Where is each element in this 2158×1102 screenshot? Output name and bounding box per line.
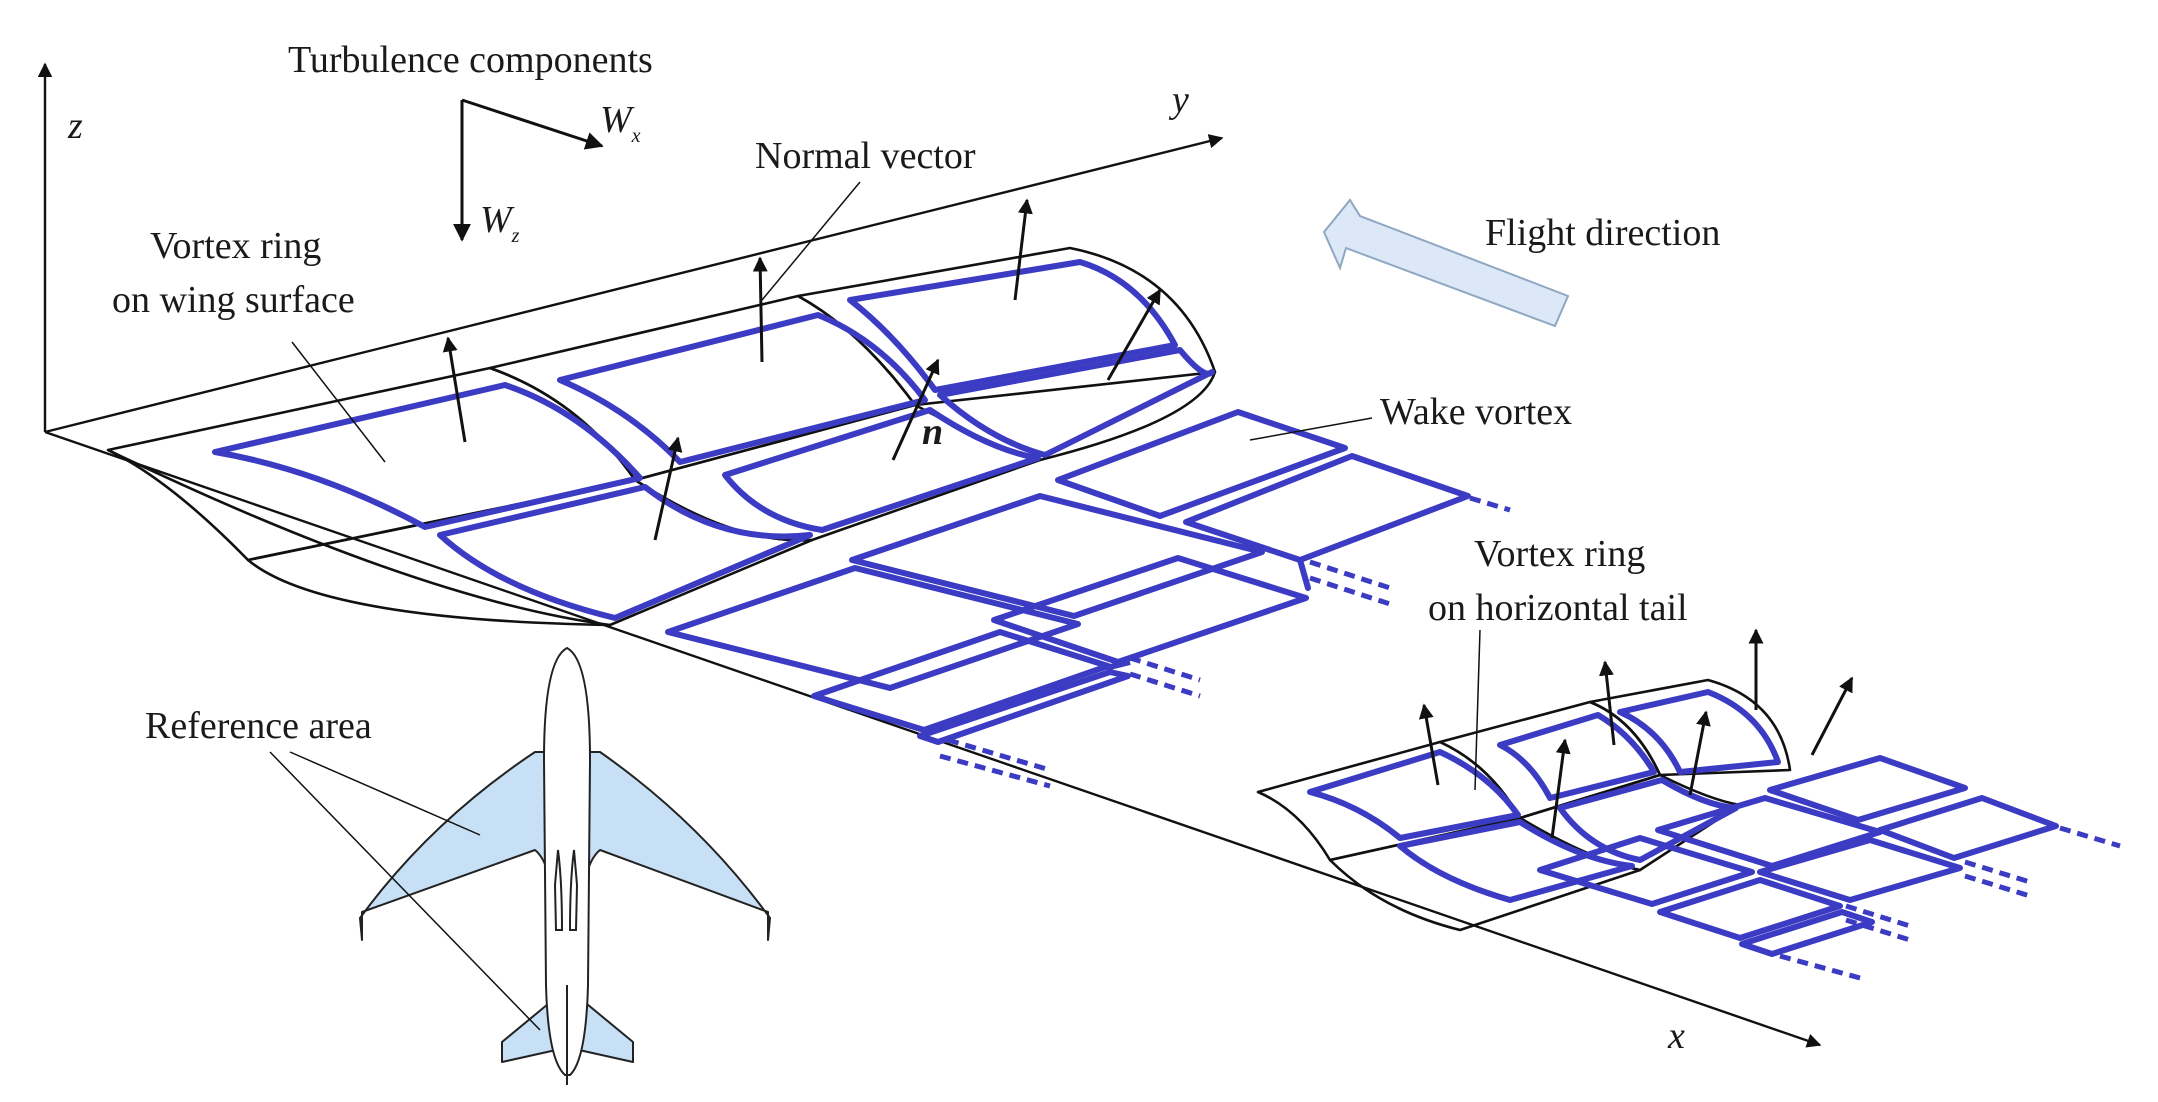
tail-vortex-ring-4	[1557, 777, 1739, 863]
wing-vortex-ring-3	[557, 312, 928, 465]
tail-wake-ring-7	[1739, 909, 1875, 957]
reference-area-leader-2	[269, 751, 541, 1031]
y-axis-line	[44, 134, 1224, 434]
wake-dash-3	[1309, 575, 1391, 607]
wake-dash-2	[1309, 559, 1391, 591]
tail-normal-arrow-4	[1688, 710, 1711, 796]
annotations: Normal vector Vortex ring on wing surfac…	[112, 135, 1688, 1031]
wing-vortex-ring-1	[212, 382, 643, 530]
tail-normal-arrow-1	[1418, 703, 1440, 786]
wing-trailing-edge	[1039, 371, 1217, 462]
flight-direction-arrow-icon	[1322, 198, 1570, 328]
reference-area-label: Reference area	[145, 705, 372, 747]
tail-normal-arrow-3	[1598, 660, 1616, 746]
main-wing-area-right	[564, 751, 771, 941]
tail-wake-ring-3	[1767, 755, 1968, 823]
wing-vortex-ring-2	[437, 484, 813, 621]
tail-wake-dash-4	[1845, 903, 1911, 929]
normal-vector-arrow-n	[891, 358, 940, 461]
turbulence-label: Turbulence components	[288, 39, 653, 81]
tail-wake-dash-6	[1779, 953, 1861, 981]
vortex-ring-tail-leader	[1474, 629, 1481, 791]
tail-normal-arrow-2	[1550, 738, 1571, 839]
tail-wake-dash-1	[2059, 825, 2121, 849]
turbulence-vector-wx	[461, 98, 604, 150]
normal-vector-arrow-5	[1106, 288, 1162, 381]
wake-ring-7	[1297, 557, 1311, 591]
normal-vector-arrow-3	[752, 256, 768, 363]
vortex-ring-wing-label-1: Vortex ring	[150, 225, 321, 267]
vortex-ring-wing-label-2: on wing surface	[112, 279, 355, 321]
flight-direction-label: Flight direction	[1485, 212, 1720, 254]
wake-vortex-leader	[1249, 417, 1373, 441]
tail-wake-dash-2	[1964, 859, 2031, 885]
tail-wake-ring-5	[1657, 877, 1843, 941]
y-axis-label: y	[1168, 79, 1189, 121]
wing-vortex-ring-5	[847, 259, 1178, 393]
wake-ring-8	[917, 669, 1131, 745]
wing-strip-3	[488, 294, 917, 482]
wake-dash-1	[1469, 495, 1511, 513]
turbulence-components: Turbulence components Wx Wz	[288, 39, 653, 247]
tail-vortex-ring-5	[1617, 689, 1781, 775]
wing-wake-vortex	[665, 409, 1511, 789]
engine-right	[568, 849, 579, 931]
normal-vector-arrow-4	[1013, 198, 1033, 301]
tail-strip-1	[1256, 740, 1522, 862]
wake-ring-4	[1183, 453, 1471, 563]
wake-ring-3	[1055, 409, 1348, 519]
normal-vector-arrow-2	[653, 436, 683, 541]
aircraft-top-view	[359, 646, 771, 1085]
vortex-ring-tail-label-1: Vortex ring	[1474, 533, 1645, 575]
x-axis-label: x	[1667, 1015, 1685, 1057]
normal-vector-label: Normal vector	[755, 135, 976, 177]
wz-label: Wz	[480, 199, 520, 247]
tail-wake-dash-3	[1964, 873, 2031, 899]
wake-ring-2	[849, 493, 1265, 619]
wx-label: Wx	[600, 99, 641, 147]
tail-normal-arrow-6	[1810, 676, 1854, 756]
wing-vortex-ring-6	[937, 347, 1215, 458]
wake-line-1	[1105, 659, 1131, 671]
normal-vector-leader	[761, 181, 861, 301]
tail-wake-ring-1	[1537, 835, 1755, 907]
wake-ring-6	[991, 555, 1309, 665]
wake-dash-7	[939, 753, 1051, 789]
z-axis-label: z	[67, 105, 83, 147]
engine-left	[553, 849, 564, 931]
normal-n-label: n	[922, 411, 943, 453]
wing-vortex-ring-4	[722, 407, 1041, 533]
main-wing-area	[359, 751, 569, 941]
normal-vector-arrow-1	[442, 336, 467, 443]
tail-wake-ring-4	[1877, 795, 2059, 861]
tail-strip-5	[1588, 678, 1792, 777]
wake-dash-4	[1129, 655, 1201, 683]
main-wing: n	[106, 198, 1217, 627]
reference-area-leader-1	[289, 751, 481, 836]
horizontal-tail	[1256, 628, 2121, 981]
wing-leading-edge	[107, 448, 611, 627]
vortex-ring-wing-leader	[291, 341, 386, 463]
tail-wake-dash-5	[1845, 917, 1911, 943]
wake-dash-6	[947, 737, 1051, 773]
tail-strip-4	[1518, 773, 1742, 872]
tail-wake-ring-6	[1757, 837, 1963, 903]
flight-direction: Flight direction	[1322, 198, 1720, 328]
wake-dash-5	[1129, 671, 1201, 699]
tail-vortex-ring-2	[1397, 819, 1635, 903]
wake-vortex-label: Wake vortex	[1380, 391, 1572, 433]
vortex-ring-tail-label-2: on horizontal tail	[1428, 587, 1688, 629]
wake-ring-1	[665, 565, 1081, 691]
tail-vortex-ring-1	[1307, 749, 1521, 841]
